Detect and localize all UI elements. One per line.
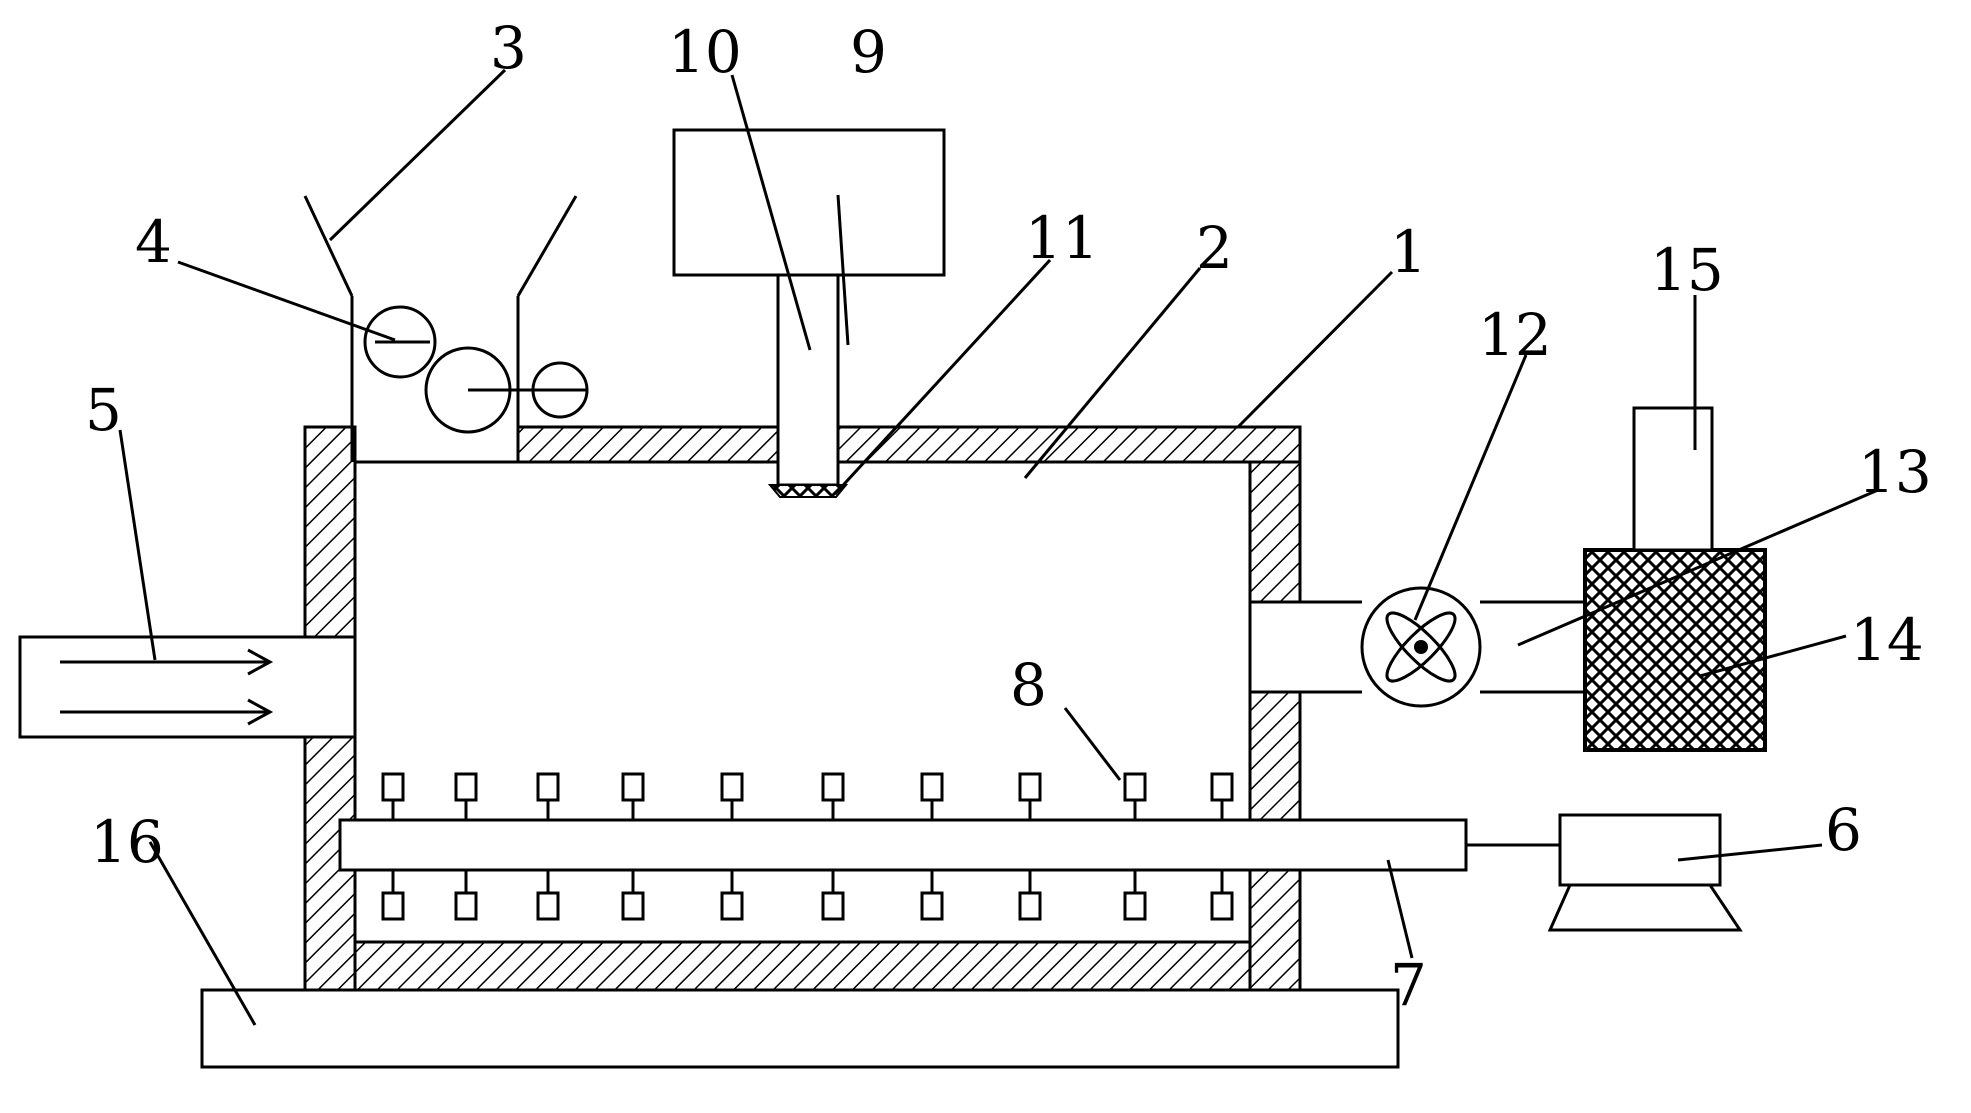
callout-11: 11 [1025,204,1099,272]
callout-6: 6 [1825,796,1862,864]
callout-2: 2 [1196,214,1233,282]
exhaust-system [1300,406,1767,752]
feed-rollers [363,305,589,434]
top-unit [672,128,946,498]
callout-7: 7 [1390,951,1427,1019]
callout-14: 14 [1850,606,1924,674]
leader-lines [118,68,1879,1026]
callout-8: 8 [1010,651,1047,719]
base-platform [200,988,1400,1069]
heating-element-bottom [1210,891,1234,921]
callout-9: 9 [850,18,887,86]
callout-15: 15 [1650,236,1724,304]
heating-element-top [1210,772,1234,802]
callout-5: 5 [85,376,122,444]
heating-element-bottom [621,891,645,921]
heating-element-top [621,772,645,802]
heating-element-bottom [720,891,744,921]
heating-element-top [381,772,405,802]
heating-element-bottom [1123,891,1147,921]
callout-16: 16 [90,808,164,876]
heating-elements [381,772,1234,921]
heating-element-top [536,772,560,802]
heating-element-bottom [821,891,845,921]
inlet-duct [18,635,305,739]
callout-3: 3 [490,14,527,82]
callout-4: 4 [135,208,172,276]
callout-10: 10 [668,18,742,86]
callout-labels: 1 2 3 4 5 6 7 8 9 10 11 12 13 14 15 16 [85,14,1932,1019]
callout-12: 12 [1478,301,1552,369]
heating-element-top [1018,772,1042,802]
callout-13: 13 [1858,438,1932,506]
heating-element-top [1123,772,1147,802]
heating-element-bottom [920,891,944,921]
heating-element-top [720,772,744,802]
callout-1: 1 [1390,218,1427,286]
control-unit [1466,813,1743,932]
heating-element-top [454,772,478,802]
heating-element-top [920,772,944,802]
heating-element-top [821,772,845,802]
heating-element-bottom [454,891,478,921]
heating-element-bottom [1018,891,1042,921]
heating-element-bottom [381,891,405,921]
electrode-bars [338,818,1468,872]
heating-element-bottom [536,891,560,921]
